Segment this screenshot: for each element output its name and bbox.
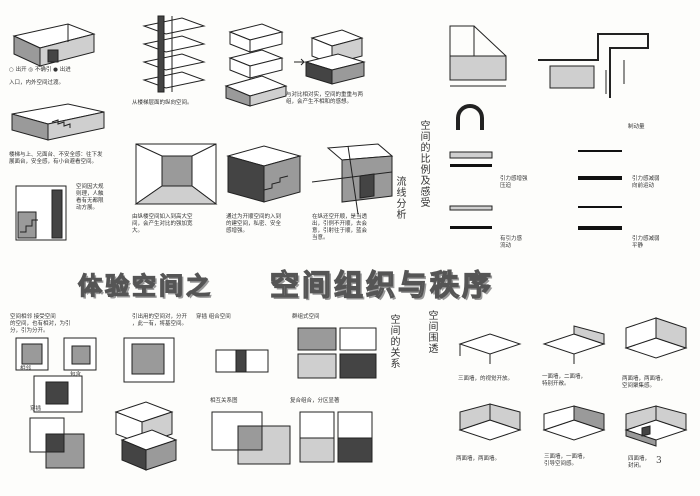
room-perspective-3 xyxy=(311,143,394,215)
nested-square xyxy=(33,375,83,413)
enclosure-plane-2 xyxy=(542,325,606,364)
room-perspective-1 xyxy=(134,143,218,205)
vertical-space-sketch xyxy=(15,185,67,241)
enclosure-note-1: 三面墙，的视觉开放。 xyxy=(458,376,514,382)
boxes-note: 与对比相对实，空间的重重与两 组，会产生不相和的感想。 xyxy=(286,92,364,105)
stack-note: 从楼梯层面的纵向空间。 xyxy=(132,100,193,106)
overlap-label: 相互关系图 xyxy=(210,398,238,404)
enclosure-note-5: 三面墙，一面墙， 引导空间感。 xyxy=(544,454,589,467)
enclosure-note-4: 两面墙，两面墙。 xyxy=(456,456,501,462)
title-part1: 体验空间之 xyxy=(77,271,213,300)
relation-heading: 空间的关系 xyxy=(388,314,399,369)
enclosure-plane-6 xyxy=(624,405,688,447)
contained-squares xyxy=(123,337,175,383)
rel-label-cont: 包含 xyxy=(70,372,82,378)
ratio-heading: 空间的比例及感受 xyxy=(418,120,429,208)
enclosure-heading: 空间围透 xyxy=(426,310,437,354)
stacked-planes-sketch xyxy=(142,15,206,93)
entry-note: 入口，内外空间过渡。 xyxy=(9,80,65,86)
entry-box-sketch xyxy=(12,23,96,67)
ratio2-note: 引力感减弱 向前运动 xyxy=(632,176,660,189)
stair-note: 楼梯与上、兄面台、不安全感：往下发 展面台，安全感，有小台避看空间。 xyxy=(9,152,103,165)
split-rectangle xyxy=(215,349,269,373)
flow-heading: 流线分析 xyxy=(394,176,405,220)
relation-note-a: 空间相邻 接受空间 的空间，也有相对，为引 分，引为分开。 xyxy=(10,314,71,334)
enclosure-plane-5 xyxy=(542,405,606,441)
room3-note: 在纵还空开顺，是当透 出，引例不开顺，去会 意，引射往于顺，蓝会 当意。 xyxy=(312,214,368,241)
grid-label: 群组式空间 xyxy=(292,314,320,320)
vertical-note: 空间因大规 则理，人触 看有无都限 动方展。 xyxy=(76,184,104,211)
grid-of-rooms xyxy=(297,327,377,379)
room2-note: 通过为开顺空间的入到 的建空间，私密、安全 感增强。 xyxy=(226,214,282,234)
rel-label-adj: 相邻 xyxy=(20,366,32,372)
adjacent-squares xyxy=(15,337,97,371)
overlap-rectangles xyxy=(211,411,291,465)
ratio3-note: 有引力感 流动 xyxy=(500,236,523,249)
enclosure-note-6: 四面墙， 封闭。 xyxy=(628,456,651,469)
ratio4-note: 引力感减弱 平静 xyxy=(632,236,660,249)
stair-sketch xyxy=(11,103,105,141)
grid-diagram xyxy=(449,25,507,87)
room1-note: 由纵楼空间如入到高大空 间，会产生对比的强加宽 大。 xyxy=(132,214,193,234)
enclosure-plane-1 xyxy=(458,333,522,364)
ratio1-note: 引力感增强 压迫 xyxy=(500,176,528,189)
ratio-bars xyxy=(449,150,622,230)
rel-label-pen: 穿插 xyxy=(30,406,42,412)
corridor-sketch xyxy=(538,33,649,98)
connected-boxes xyxy=(114,401,178,471)
enclosure-plane-3 xyxy=(624,317,688,359)
relation-note-c: 穿插 组合空间 xyxy=(196,314,231,320)
magnet-sketch xyxy=(456,104,484,130)
title-part2: 空间组织与秩序 xyxy=(269,267,495,302)
enclosure-note-3: 两面墙，两面墙， 空间聚集感。 xyxy=(622,376,667,389)
penetrating-squares xyxy=(29,417,85,469)
mix-label: 复合组合，分区显著 xyxy=(290,398,340,404)
room-perspective-2 xyxy=(226,145,302,203)
boxes-sketch xyxy=(224,23,366,107)
enclosure-plane-4 xyxy=(458,403,522,441)
enclosure-note-2: 一面墙，二面墙， 特别开敞。 xyxy=(542,374,587,387)
ratio-label: 制动量 xyxy=(628,124,645,130)
relation-note-b: 引出用的空间对，分开 ，此一有，将基空间。 xyxy=(132,314,188,327)
mixed-rooms xyxy=(299,411,373,463)
page-number: 3 xyxy=(656,456,662,466)
entry-legend: ○ 出开 ◎ 不确引 ● 出进 xyxy=(9,67,71,73)
